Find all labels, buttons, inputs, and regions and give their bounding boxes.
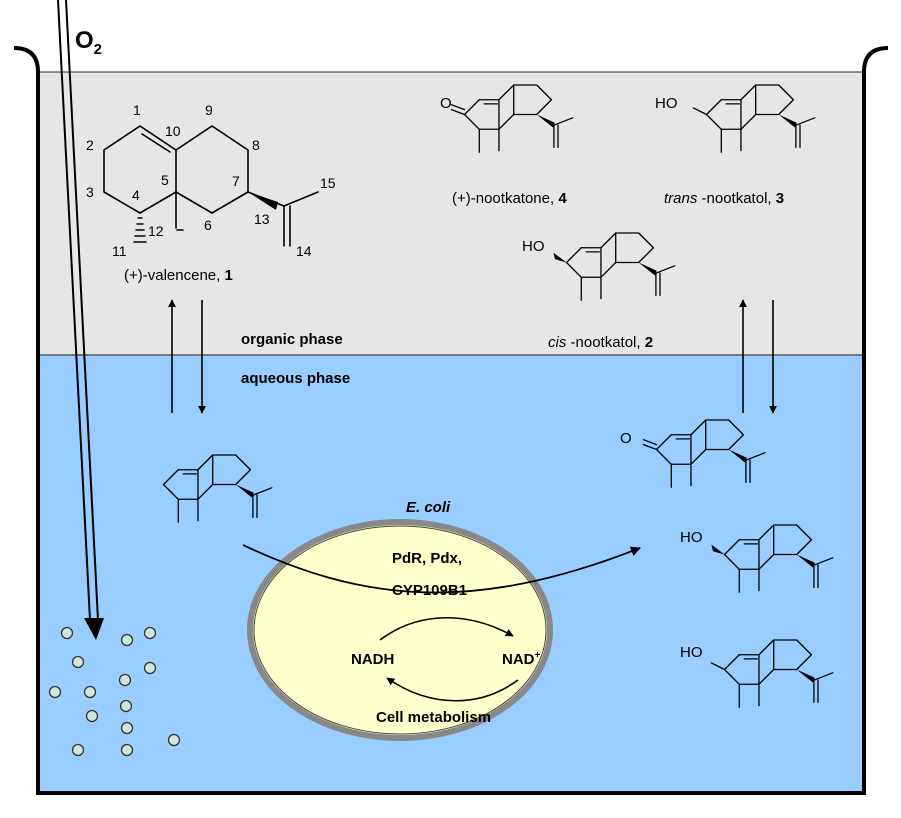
bubble <box>143 626 157 640</box>
trans-nootkatol-hydroxyl: HO <box>655 95 678 112</box>
atom-number: 4 <box>132 187 140 203</box>
cis-nootkatol-hydroxyl: HO <box>522 238 545 255</box>
aqueous-ketone-oxygen: O <box>620 430 632 447</box>
cis-nootkatol-structure <box>553 232 676 301</box>
bubble <box>119 699 133 713</box>
organic-phase <box>38 72 864 355</box>
atom-number: 3 <box>86 184 94 200</box>
bubble <box>48 685 62 699</box>
oxygen-feed-tube <box>57 0 104 640</box>
oxygen-bubbles <box>48 626 181 757</box>
enzymes-line2: CYP109B1 <box>392 582 467 599</box>
ecoli-cell-inner-border <box>253 525 547 735</box>
valencene-label: (+)-valencene, 1 <box>124 267 233 284</box>
cofactor-arrow-top <box>379 617 514 641</box>
aqueous-phase-label: aqueous phase <box>241 370 350 387</box>
atom-number: 6 <box>204 217 212 233</box>
atom-number: 12 <box>148 223 164 239</box>
atom-number: 9 <box>205 102 213 118</box>
atom-number: 5 <box>161 172 169 188</box>
bubble <box>118 673 132 687</box>
beaker-outline <box>13 46 889 795</box>
atom-number: 8 <box>252 137 260 153</box>
atom-number: 10 <box>165 123 181 139</box>
atom-number: 1 <box>133 102 141 118</box>
aqueous-trans-nootkatol-structure <box>710 639 834 708</box>
bubble <box>120 721 134 735</box>
cis-nootkatol-label: cis -nootkatol, 2 <box>548 334 653 351</box>
oxygen-label: O2 <box>75 27 102 58</box>
nadh-label: NADH <box>351 651 394 668</box>
nootkatone-structure <box>450 84 574 153</box>
bubble <box>120 633 134 647</box>
trans-nootkatol-label: trans -nootkatol, 3 <box>664 190 784 207</box>
aqueous-hydroxyl-1: HO <box>680 529 703 546</box>
cofactor-arrow-bottom <box>386 677 519 702</box>
bubble <box>71 743 85 757</box>
bubble <box>120 743 134 757</box>
cell-metabolism-label: Cell metabolism <box>376 709 491 726</box>
ecoli-label: E. coli <box>406 499 451 516</box>
atom-number: 2 <box>86 137 94 153</box>
organic-phase-label: organic phase <box>241 331 343 348</box>
bubble <box>83 685 97 699</box>
bubble <box>60 626 74 640</box>
enzymes-line1: PdR, Pdx, <box>392 550 462 567</box>
bubble <box>167 733 181 747</box>
atom-number: 13 <box>254 211 270 227</box>
aqueous-nootkatone-structure <box>642 419 766 488</box>
aqueous-valencene-structure <box>162 454 273 523</box>
aqueous-cis-nootkatol-structure <box>711 524 834 593</box>
bubble <box>85 709 99 723</box>
nootkatone-label: (+)-nootkatone, 4 <box>452 190 567 207</box>
atom-number: 7 <box>232 173 240 189</box>
atom-number: 11 <box>112 243 127 259</box>
atom-number: 14 <box>296 243 312 259</box>
conversion-arrow <box>242 544 641 594</box>
aqueous-hydroxyl-2: HO <box>680 644 703 661</box>
valencene-atom-numbers: 1 2 3 4 5 6 7 8 9 10 11 12 13 14 15 <box>86 102 336 259</box>
atom-number: 15 <box>320 175 336 191</box>
trans-nootkatol-structure <box>692 84 816 153</box>
bubble <box>71 655 85 669</box>
bubble <box>143 661 157 675</box>
nad-label: NAD+ <box>502 650 541 668</box>
valencene-structure <box>103 125 319 247</box>
nootkatone-oxygen: O <box>440 95 452 112</box>
